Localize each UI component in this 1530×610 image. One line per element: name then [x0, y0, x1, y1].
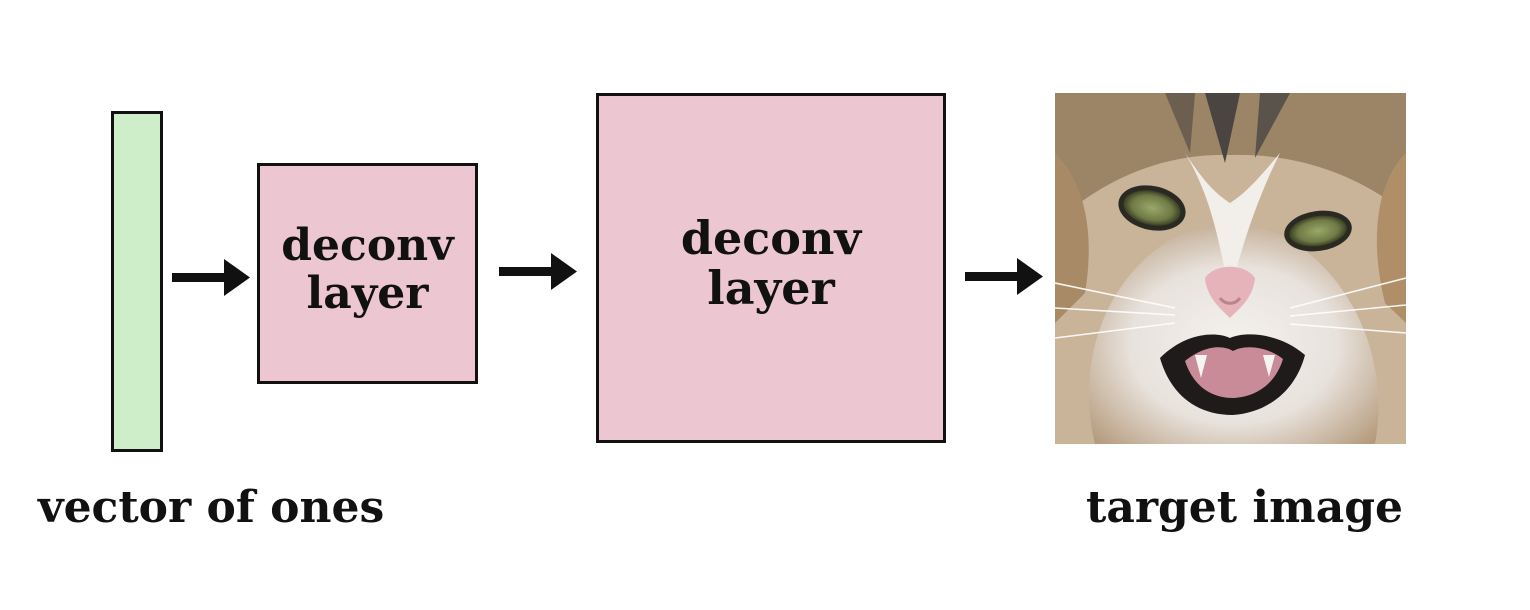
caption-target-image: target image [1086, 482, 1403, 533]
deconv-layer-2-label-line2: layer [707, 260, 835, 315]
cat-face-image [1055, 93, 1406, 444]
caption-vector-of-ones: vector of ones [38, 482, 385, 533]
target-image [1055, 93, 1406, 444]
vector-of-ones-box [111, 111, 163, 452]
deconv-layer-2-label-line1: deconv [680, 211, 862, 265]
deconv-layer-1-label-line2: layer [306, 267, 429, 319]
deconv-layer-2-label: deconv layer [599, 211, 943, 315]
deconv-layer-1-label: deconv layer [260, 222, 475, 317]
deconv-layer-1-label-line1: deconv [281, 220, 454, 271]
arrow-right-icon [172, 259, 250, 296]
deconv-layer-2: deconv layer [596, 93, 946, 443]
arrow-right-icon [965, 258, 1043, 295]
arrow-right-icon [499, 253, 577, 290]
deconv-layer-1: deconv layer [257, 163, 478, 384]
